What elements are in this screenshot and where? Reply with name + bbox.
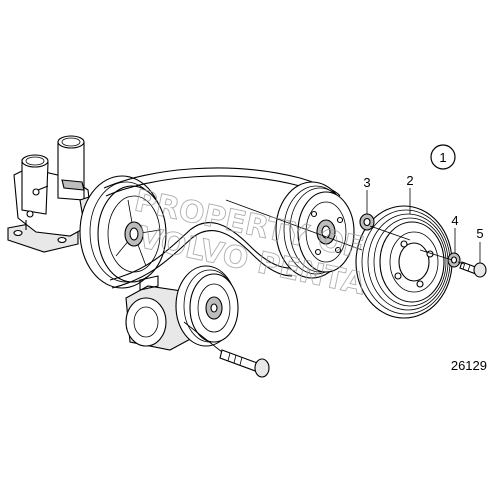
crankshaft-pulley (355, 205, 453, 319)
callout-3: 3 (363, 175, 370, 190)
drawing-number: 26129 (451, 358, 487, 373)
washer-part-4 (447, 252, 461, 268)
assembly-reference: 1 (430, 144, 456, 170)
callout-2: 2 (406, 173, 413, 188)
washer-part-3 (359, 213, 375, 231)
assembly-reference-circle (430, 144, 456, 170)
callout-5: 5 (476, 226, 483, 241)
assembly-reference-label: 1 (439, 150, 446, 165)
tensioner-bolt (219, 349, 270, 378)
leader-lines (366, 188, 481, 263)
bolt-part-5 (459, 261, 487, 278)
water-pump-pulley (79, 175, 167, 289)
alignment-lines (183, 199, 465, 353)
callout-4: 4 (451, 213, 458, 228)
idler-pulley (275, 181, 355, 279)
belt-tensioner (125, 265, 239, 351)
